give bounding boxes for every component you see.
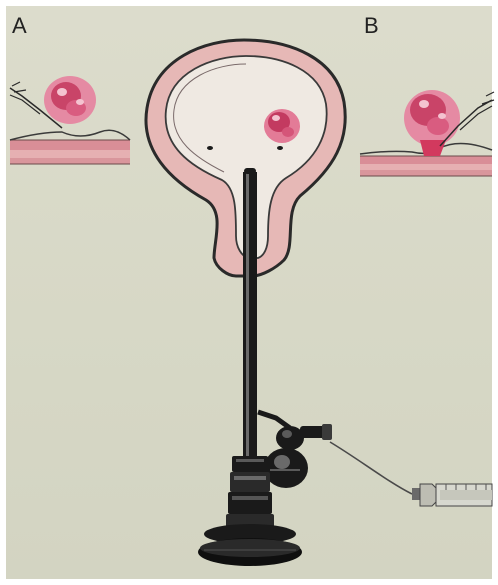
inset-a-tissue-layers [10, 140, 130, 164]
ureteric-orifice-left [207, 146, 213, 150]
panel-label-a: A [12, 15, 27, 37]
inset-a [10, 76, 130, 164]
syringe [412, 484, 492, 506]
inset-b-tissue-layers [360, 156, 492, 176]
injection-tube [330, 442, 412, 494]
ureteric-orifice-right [277, 146, 283, 150]
inset-b-tumor [404, 90, 460, 156]
panel-label-b: B [364, 15, 379, 37]
inset-a-tumor [44, 76, 96, 124]
bladder-tumor [264, 109, 300, 143]
inset-b [360, 90, 494, 176]
cystoscope-shaft [243, 168, 257, 462]
inset-a-mucosa-line [10, 130, 130, 140]
